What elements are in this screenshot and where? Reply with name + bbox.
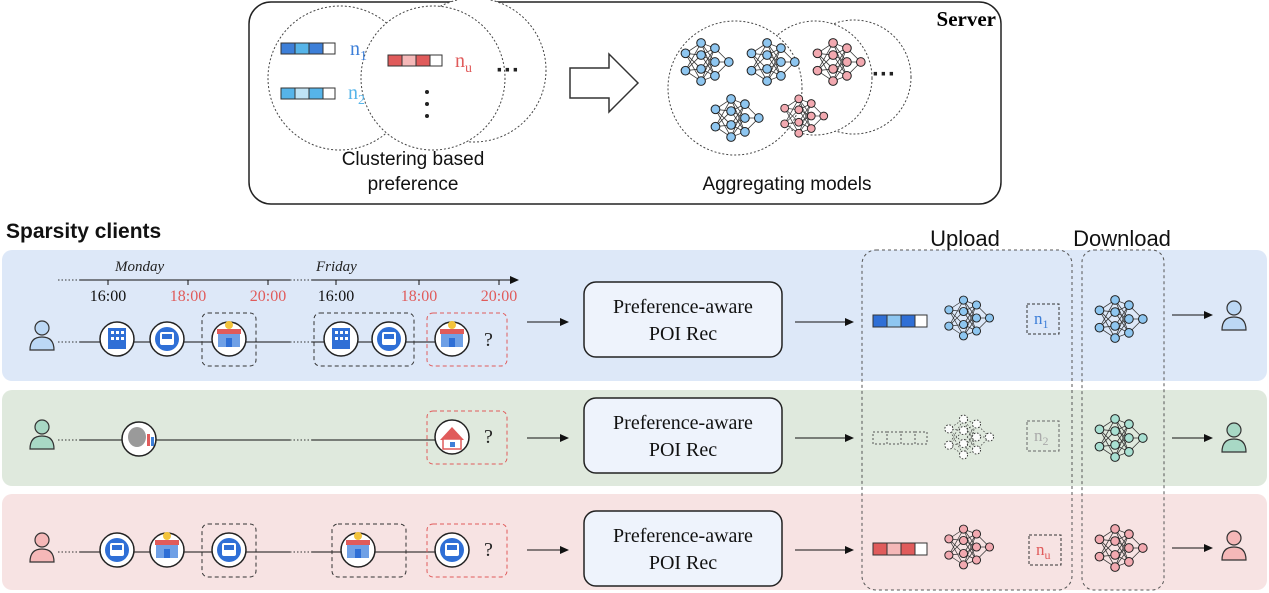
row3-n-label: nu: [1036, 540, 1051, 562]
row2-model-box: [583, 397, 783, 474]
row3-n-box: [1028, 534, 1062, 566]
row1-model-line1: Preference-aware: [613, 296, 753, 318]
poi-office-icon: [99, 321, 135, 357]
row3-target-box: [426, 523, 508, 578]
row2-model-line2: POI Rec: [649, 439, 717, 461]
row1-highlight-2: [313, 312, 415, 367]
tick-label-6: 20:00: [481, 288, 517, 305]
poi-museum-icon: [121, 421, 157, 457]
poi-bus-icon-5: [434, 532, 470, 568]
server-ellipsis-1: ···: [496, 57, 520, 84]
row1-user-end-icon: [1221, 300, 1247, 331]
server-right-label: Aggregating models: [703, 174, 872, 195]
poi-bus-icon-4: [211, 532, 247, 568]
user-icon-green: [29, 419, 55, 450]
row2-question: ?: [484, 426, 493, 448]
tick-label-1: 16:00: [90, 288, 126, 305]
download-label: Download: [1073, 226, 1171, 251]
row1-model-line2: POI Rec: [649, 323, 717, 345]
row1-n-box: [1026, 303, 1060, 335]
row3-user-end-icon: [1221, 530, 1247, 561]
row2-upload-embedding: [872, 431, 928, 445]
poi-office-icon-2: [323, 321, 359, 357]
row3-model-line1: Preference-aware: [613, 525, 753, 547]
row3-model-box: [583, 510, 783, 587]
server-left-label-line1: Clustering based: [342, 149, 485, 170]
user-icon-blue: [29, 320, 55, 351]
server-embedding-n1: [280, 42, 336, 55]
row1-n-label: n1: [1034, 309, 1049, 331]
server-label-n1: n1: [350, 38, 367, 64]
server-embedding-n2: [280, 87, 336, 100]
server-left-label-line2: preference: [368, 174, 459, 195]
server-embedding-nu: [387, 54, 443, 67]
poi-bus-icon: [149, 321, 185, 357]
poi-shop-icon-2: [434, 321, 470, 357]
row2-target-box: [426, 410, 508, 465]
tick-label-4: 16:00: [318, 288, 354, 305]
row3-upload-embedding: [872, 542, 928, 556]
poi-shop-icon: [211, 321, 247, 357]
timeline-day-2: Friday: [315, 259, 357, 275]
row1-highlight-1: [201, 312, 257, 367]
row2-model-line1: Preference-aware: [613, 412, 753, 434]
row3-question: ?: [484, 539, 493, 561]
upload-label: Upload: [930, 226, 1000, 251]
row2-user-end-icon: [1221, 422, 1247, 453]
poi-bus-icon-2: [371, 321, 407, 357]
server-hollow-arrow: [569, 52, 640, 114]
poi-bus-icon-3: [99, 532, 135, 568]
timeline-day-1: Monday: [114, 259, 164, 275]
row3-model-line2: POI Rec: [649, 552, 717, 574]
server-title: Server: [937, 7, 996, 31]
row1-question: ?: [484, 329, 493, 351]
row1-target-box: [426, 312, 508, 367]
user-icon-pink: [29, 532, 55, 563]
cluster-circle-2: [360, 5, 506, 151]
tick-label-5: 18:00: [401, 288, 437, 305]
row2-n-box: [1026, 420, 1060, 452]
tick-label-3: 20:00: [250, 288, 286, 305]
row2-n-label: n2: [1034, 426, 1049, 448]
poi-shop-icon-4: [340, 532, 376, 568]
section-title: Sparsity clients: [6, 220, 161, 243]
poi-shop-icon-3: [149, 532, 185, 568]
upload-frame: [861, 249, 1073, 591]
row3-highlight-1: [201, 523, 257, 578]
timeline-axis: [58, 276, 519, 285]
tick-label-2: 18:00: [170, 288, 206, 305]
row1-upload-embedding: [872, 314, 928, 328]
server-label-nu: nu: [455, 50, 472, 76]
download-frame: [1081, 249, 1165, 591]
server-ellipsis-2: ···: [872, 61, 896, 88]
row1-model-box: [583, 281, 783, 358]
server-label-n2: n2: [348, 82, 365, 108]
row3-highlight-2: [331, 523, 407, 578]
server-vdots: [425, 90, 429, 118]
poi-home-icon: [434, 419, 470, 455]
